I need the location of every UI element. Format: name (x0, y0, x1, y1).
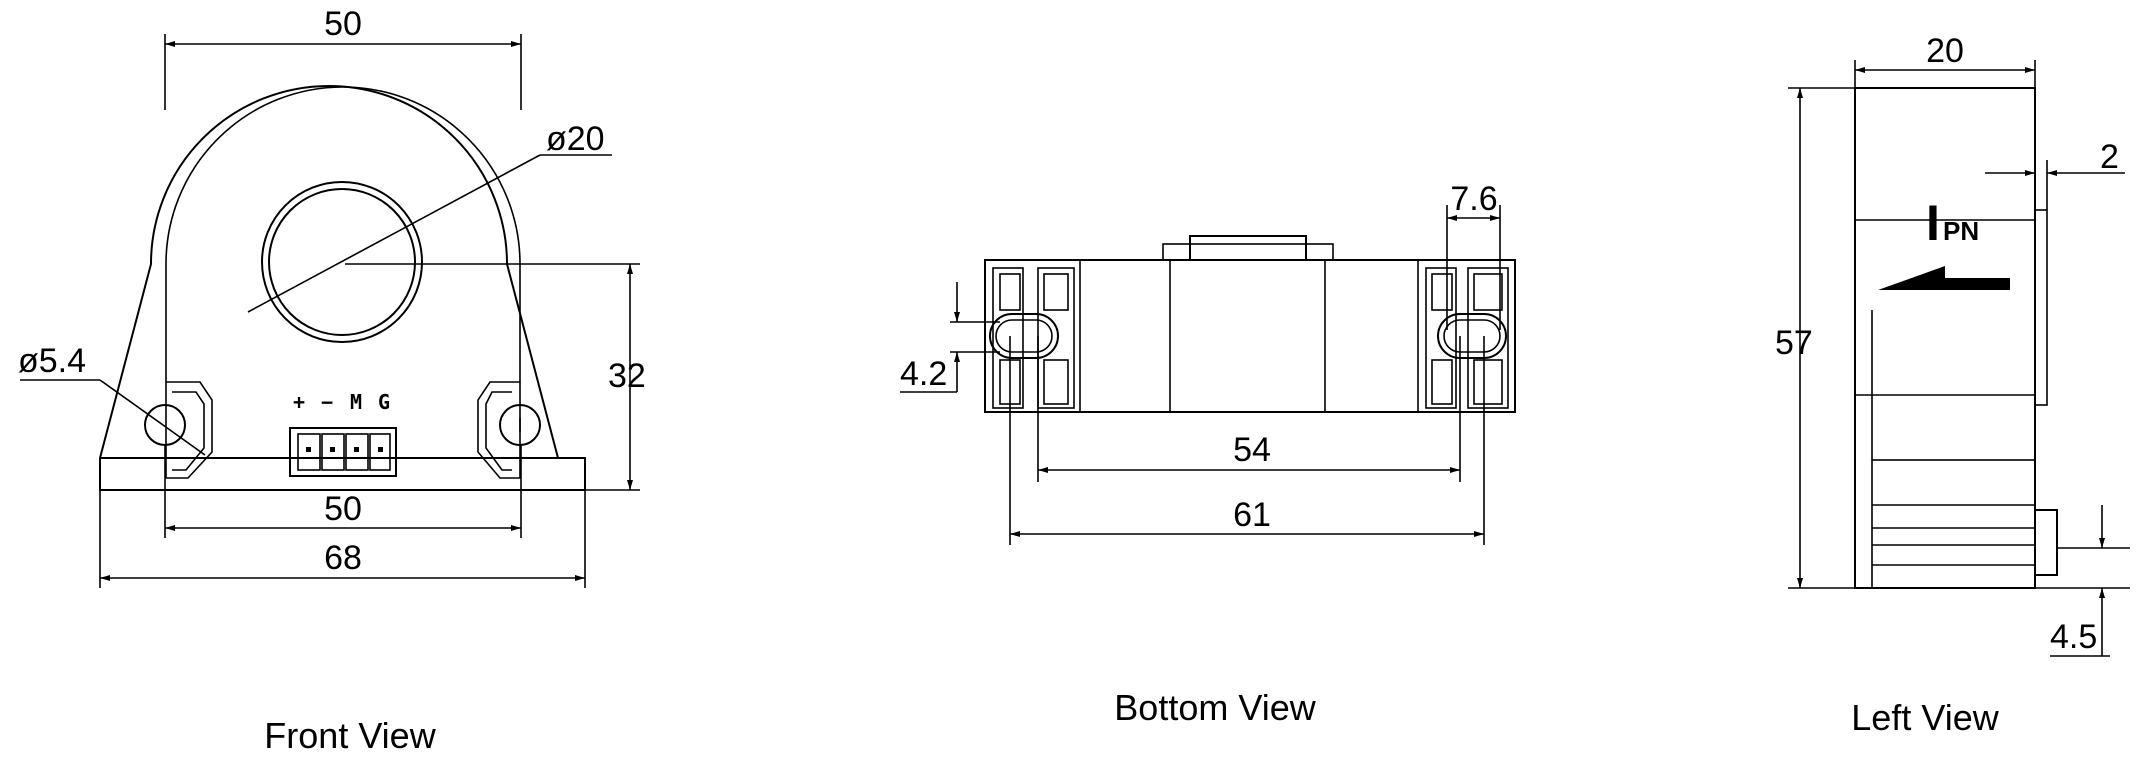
front-right-lug-inner (485, 391, 512, 471)
front-connector-pins (297, 433, 391, 471)
pin-label-minus: − (321, 390, 333, 414)
bottom-left-slot-inner (995, 319, 1053, 353)
front-dim-hole-spacing: 50 (324, 490, 362, 528)
pin-label-plus: + (293, 390, 305, 414)
left-view: I PN 20 2 57 4.5 Left View (1775, 32, 2130, 738)
bottom-view: 7.6 4.2 54 61 Bottom View (900, 180, 1516, 728)
bottom-left-slot-outer (989, 313, 1059, 359)
current-label-sub: PN (1943, 216, 1979, 246)
bottom-left-frame (992, 267, 1075, 409)
bottom-dim-slot-height: 4.2 (900, 355, 947, 393)
front-connector (289, 427, 397, 477)
bottom-dim-inner-span: 54 (1233, 431, 1271, 469)
left-dim-connector: 4.5 (2050, 618, 2097, 656)
bottom-right-slot-inner (1443, 319, 1501, 353)
left-dim-tab: 2 (2100, 138, 2119, 176)
front-dim-top-width: 50 (324, 5, 362, 43)
left-connector (2034, 509, 2058, 576)
left-dim-height: 57 (1775, 324, 1813, 362)
front-leader-aperture (247, 154, 541, 313)
front-body-inner-outline (165, 86, 521, 383)
bottom-body (984, 259, 1516, 413)
front-dim-aperture: ø20 (546, 120, 605, 158)
front-dim-total-width: 68 (324, 539, 362, 577)
bottom-dim-slot-width: 7.6 (1450, 180, 1497, 218)
bottom-right-slot-outer (1437, 313, 1507, 359)
left-side-tab (2034, 209, 2048, 406)
bottom-right-frame (1425, 267, 1509, 409)
front-right-lug (477, 381, 521, 479)
bottom-view-caption: Bottom View (1114, 687, 1316, 728)
front-dim-height: 32 (608, 357, 646, 395)
bottom-dim-outer-span: 61 (1233, 496, 1271, 534)
left-dim-depth: 20 (1926, 32, 1964, 70)
bottom-top-tab (1189, 235, 1307, 261)
front-left-mount-hole (144, 404, 186, 446)
left-body (1854, 87, 2036, 589)
front-leader-mount (99, 379, 206, 456)
front-left-lug-inner (172, 391, 205, 471)
front-view: + − M G 50 ø20 ø5.4 32 50 68 Front View (18, 5, 646, 756)
front-dim-mount-hole: ø5.4 (18, 342, 86, 380)
left-view-caption: Left View (1851, 697, 1999, 738)
front-left-lug (165, 381, 213, 479)
pin-label-g: G (378, 390, 390, 414)
current-direction-arrow-icon (1878, 266, 2010, 290)
current-label-main: I (1926, 195, 1940, 251)
front-view-caption: Front View (264, 715, 436, 756)
bottom-top-tab-base (1162, 243, 1334, 261)
front-right-mount-hole (499, 404, 541, 446)
left-lower-block (1871, 459, 2036, 589)
front-aperture-outer (261, 181, 423, 343)
front-aperture-inner (268, 188, 416, 336)
pin-label-m: M (350, 390, 362, 414)
front-body-outline (99, 85, 586, 491)
